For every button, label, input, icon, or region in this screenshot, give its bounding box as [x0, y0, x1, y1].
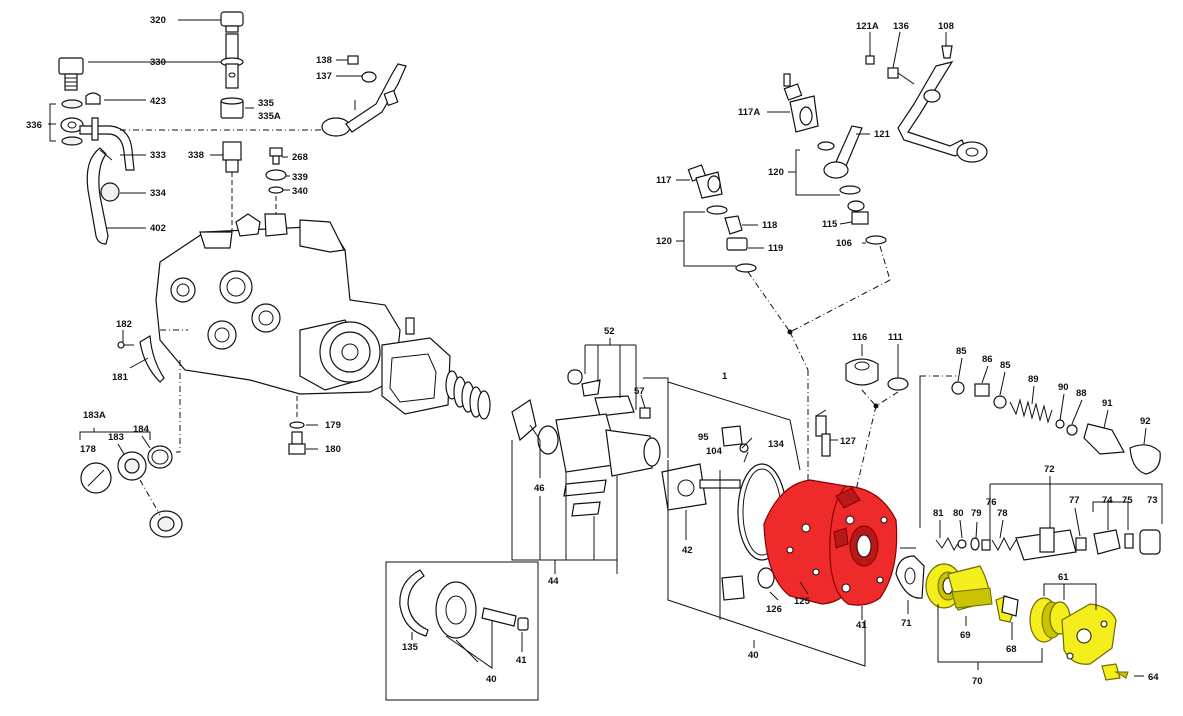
label-182: 182 [116, 319, 132, 330]
label-78: 78 [997, 508, 1008, 519]
label-334: 334 [150, 188, 167, 199]
label-134: 134 [768, 439, 785, 450]
label-339: 339 [292, 172, 308, 183]
label-46: 46 [534, 483, 545, 494]
label-116: 116 [852, 332, 867, 343]
label-336: 336 [26, 120, 42, 131]
hydraulic-head-highlight [763, 479, 898, 606]
label-57: 57 [634, 386, 645, 397]
label-41: 41 [856, 620, 867, 631]
label-1: 1 [722, 371, 728, 382]
label-184: 184 [133, 424, 150, 435]
label-183: 183 [108, 432, 124, 443]
label-333: 333 [150, 150, 166, 161]
label-111: 111 [888, 332, 904, 343]
head-fittings [815, 358, 909, 491]
label-42: 42 [682, 545, 693, 556]
label-180: 180 [325, 444, 341, 455]
label-40a: 40 [748, 650, 759, 661]
label-108: 108 [938, 21, 954, 32]
label-119: 119 [768, 243, 783, 254]
label-179: 179 [325, 420, 341, 431]
label-181: 181 [112, 372, 129, 383]
metering-valve-parts [935, 527, 1161, 561]
label-80: 80 [953, 508, 964, 519]
label-104: 104 [706, 446, 723, 457]
label-68: 68 [1006, 644, 1017, 655]
label-137: 137 [316, 71, 332, 82]
label-335: 335 [258, 98, 275, 109]
label-117: 117 [656, 175, 671, 186]
label-136: 136 [893, 21, 909, 32]
label-91: 91 [1102, 398, 1113, 409]
label-75: 75 [1122, 495, 1133, 506]
label-183a: 183A [83, 410, 106, 421]
label-118: 118 [762, 220, 777, 231]
label-73: 73 [1147, 495, 1158, 506]
label-77: 77 [1069, 495, 1080, 506]
label-72: 72 [1044, 464, 1055, 475]
label-64: 64 [1148, 672, 1159, 683]
fuel-return-fittings [58, 11, 407, 245]
label-320: 320 [150, 15, 166, 26]
pump-housing [117, 213, 491, 455]
label-52: 52 [604, 326, 615, 337]
label-95: 95 [698, 432, 709, 443]
label-71: 71 [901, 618, 912, 629]
label-88: 88 [1076, 388, 1087, 399]
transfer-pump-highlight [925, 563, 1129, 681]
rotor-parts [511, 369, 787, 601]
label-61: 61 [1058, 572, 1069, 583]
spring-89 [1009, 398, 1053, 424]
label-106: 106 [836, 238, 852, 249]
label-40b: 40 [486, 674, 497, 685]
label-335a: 335A [258, 111, 281, 122]
label-402: 402 [150, 223, 166, 234]
plug-parts [80, 360, 183, 538]
label-86: 86 [982, 354, 993, 365]
label-268: 268 [292, 152, 308, 163]
label-121a: 121A [856, 21, 879, 32]
inset-box [385, 561, 539, 701]
label-127: 127 [840, 436, 856, 447]
label-79: 79 [971, 508, 982, 519]
label-85a: 85 [956, 346, 967, 357]
label-138: 138 [316, 55, 332, 66]
part-labels: 320 330 423 336 335 335A 338 268 339 340… [26, 15, 1159, 687]
label-340: 340 [292, 186, 308, 197]
label-126: 126 [766, 604, 782, 615]
label-120b: 120 [656, 236, 672, 247]
label-89: 89 [1028, 374, 1039, 385]
plunger-spring [445, 370, 491, 420]
label-85b: 85 [1000, 360, 1011, 371]
label-338: 338 [188, 150, 204, 161]
label-90: 90 [1058, 382, 1069, 393]
label-92: 92 [1140, 416, 1151, 427]
leader-lines [48, 19, 1163, 677]
label-81: 81 [933, 508, 944, 519]
label-117a: 117A [738, 107, 760, 118]
label-70: 70 [972, 676, 983, 687]
label-74: 74 [1102, 495, 1113, 506]
label-330: 330 [150, 57, 166, 68]
label-125: 125 [794, 596, 811, 607]
label-178: 178 [80, 444, 96, 455]
label-135: 135 [402, 642, 419, 653]
advance-piston-parts [900, 375, 1161, 549]
label-120a: 120 [768, 167, 784, 178]
label-41b: 41 [516, 655, 527, 666]
label-423: 423 [150, 96, 166, 107]
label-69: 69 [960, 630, 971, 641]
label-115: 115 [822, 219, 838, 230]
delivery-valve-fittings [687, 45, 988, 480]
label-121: 121 [874, 129, 891, 140]
label-76: 76 [986, 497, 997, 508]
label-44: 44 [548, 576, 559, 587]
